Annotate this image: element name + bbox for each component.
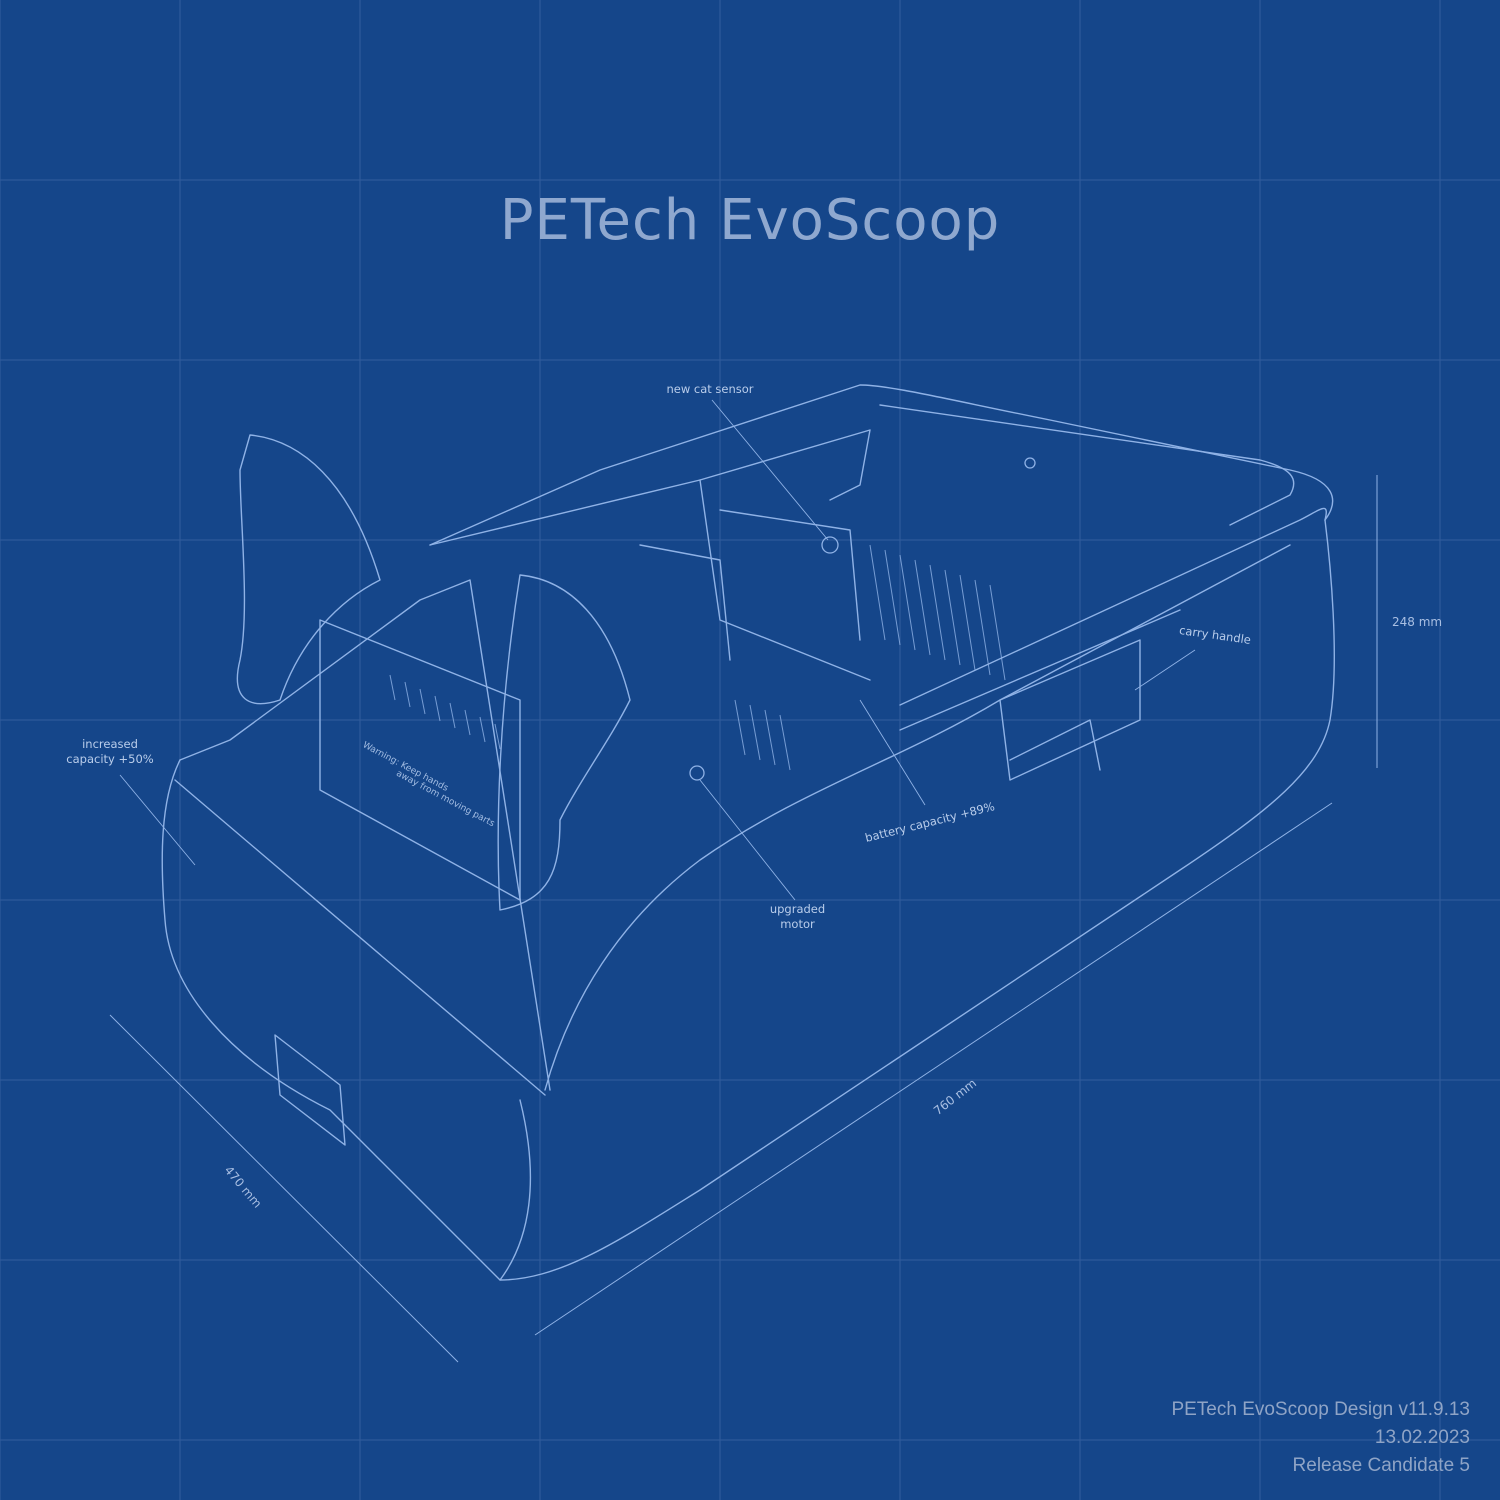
- side-curve: [544, 544, 1291, 1091]
- handle-cutout: [999, 639, 1141, 781]
- compartment: [719, 509, 861, 641]
- inner-rim: [879, 404, 1295, 526]
- sensor-dot: [821, 536, 839, 554]
- design-info: PETech EvoScoop Design v11.9.13 13.02.20…: [1171, 1396, 1470, 1480]
- inner-center: [699, 479, 871, 681]
- bottom-slot: [274, 1034, 346, 1146]
- front-band: [174, 779, 546, 1096]
- battery-leader: [859, 699, 926, 806]
- capacity-leader: [119, 774, 196, 866]
- top-rim: [429, 384, 1334, 546]
- label-new-cat-sensor: new cat sensor: [666, 382, 754, 396]
- inner-left: [429, 429, 871, 546]
- front-face: [179, 579, 551, 1091]
- length-dim-line: [534, 802, 1333, 1336]
- design-date: 13.02.2023: [1374, 1427, 1470, 1448]
- release-candidate: Release Candidate 5: [1292, 1455, 1470, 1476]
- label-upgraded-motor: upgraded motor: [769, 902, 826, 931]
- label-increased-capacity: increased capacity +50%: [66, 737, 154, 766]
- left-fin: [236, 434, 381, 705]
- side-curve-inner: [499, 1099, 532, 1281]
- handle-lower: [1009, 719, 1101, 771]
- sensor-leader: [711, 399, 829, 541]
- base-shell: [161, 519, 1335, 1281]
- page-title: PETech EvoScoop: [499, 188, 1001, 253]
- rail-bottom: [899, 609, 1181, 731]
- motor-hub: [689, 765, 705, 781]
- width-dim-line: [109, 1014, 459, 1363]
- design-version: PETech EvoScoop Design v11.9.13: [1171, 1399, 1470, 1420]
- front-panel: [319, 619, 521, 901]
- handle-leader: [1134, 649, 1196, 691]
- dimension-height: 248 mm: [1392, 615, 1443, 629]
- motor-leader: [699, 779, 796, 901]
- screw: [1024, 457, 1036, 469]
- center-fin: [497, 574, 631, 911]
- inner-divider: [639, 544, 731, 661]
- rail-top: [899, 507, 1327, 706]
